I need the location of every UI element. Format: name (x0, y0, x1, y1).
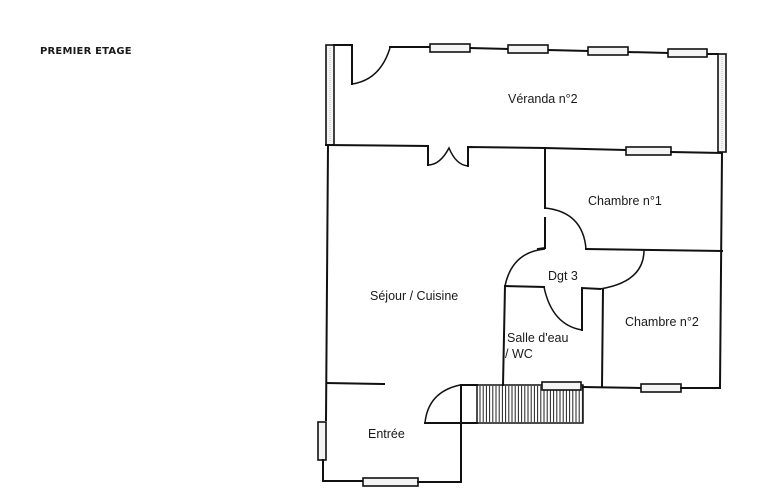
chambre2-window (640, 383, 682, 393)
staircase (476, 384, 584, 424)
double-door-swing (427, 146, 469, 167)
veranda-window-4 (667, 48, 708, 58)
stair-steps (479, 386, 583, 422)
veranda-walls (324, 43, 727, 167)
salle-door-swing (543, 286, 583, 331)
entree-west-window (317, 421, 327, 461)
room-label-chambre2: Chambre n°2 (625, 315, 699, 329)
room-label-veranda: Véranda n°2 (508, 92, 578, 106)
veranda-window-1 (429, 43, 471, 53)
entree-south-window (362, 477, 419, 487)
interior-walls (317, 143, 724, 487)
room-label-salle-line1: Salle d'eau (507, 331, 569, 345)
room-label-chambre1: Chambre n°1 (588, 194, 662, 208)
floor-title: PREMIER ETAGE (40, 46, 132, 57)
veranda-window-5 (625, 146, 672, 156)
room-label-dgt: Dgt 3 (548, 269, 578, 283)
veranda-door-swing (351, 47, 391, 85)
salle-window (541, 381, 582, 391)
entree-door-swing (424, 384, 461, 424)
room-label-salle-line2: / WC (505, 347, 533, 361)
chambre1-door-swing (544, 207, 587, 250)
room-label-sejour: Séjour / Cuisine (370, 289, 458, 303)
veranda-window-3 (587, 46, 629, 56)
dgt-door-swing-right (599, 249, 645, 290)
dgt-door-swing-left (504, 248, 546, 287)
room-label-entree: Entrée (368, 427, 405, 441)
veranda-window-2 (507, 44, 549, 54)
